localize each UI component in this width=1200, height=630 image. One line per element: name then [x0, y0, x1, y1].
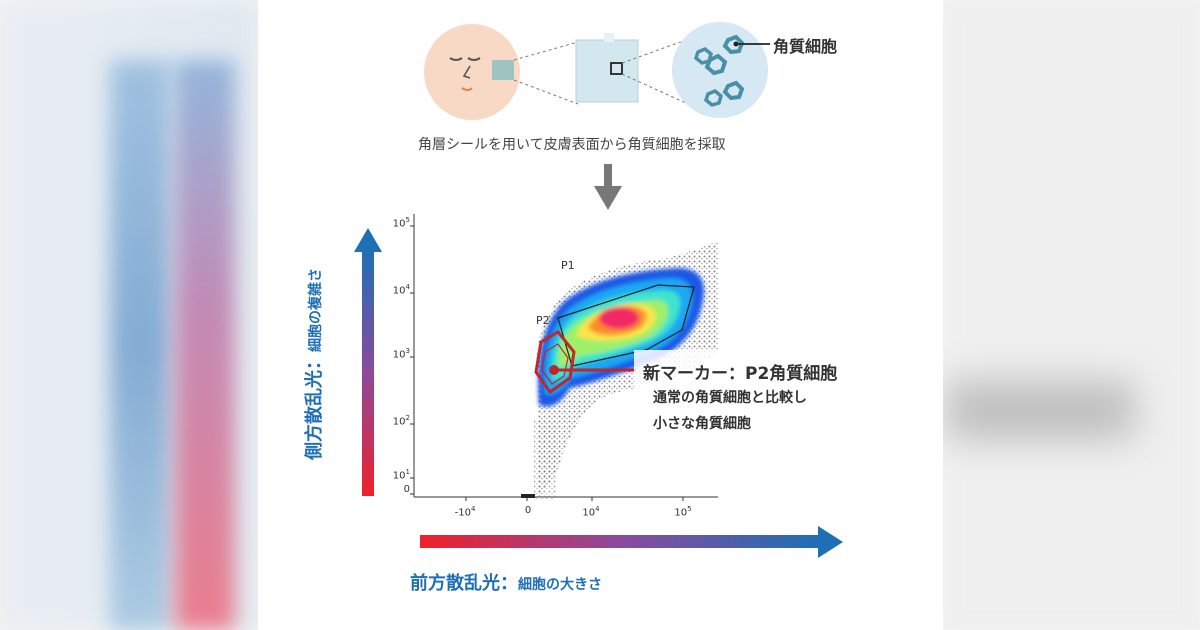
y-tick-label: 104 [392, 283, 410, 297]
background-blur-right [943, 0, 1200, 630]
marker-description-line-1: 通常の角質細胞と比較し [653, 390, 807, 406]
x-tick-label: -104 [454, 505, 476, 519]
y-tick-label: 105 [392, 216, 410, 230]
face-illustration [424, 24, 520, 120]
background-stripe-red [175, 60, 235, 630]
y-tick-label: 0 [403, 484, 410, 495]
background-stripe-blue [110, 60, 170, 630]
x-axis-title-main: 前方散乱光： [410, 573, 518, 594]
x-gradient-arrow [420, 526, 843, 558]
x-tick-label: 105 [674, 505, 692, 519]
zero-cluster [521, 494, 535, 498]
diagram-panel: 角質細胞 角層シールを用いて皮膚表面から角質細胞を採取 新マーカー：P2角質細胞… [258, 0, 943, 630]
marker-description-line-2: 小さな角質細胞 [653, 416, 751, 432]
x-tick-label: 104 [582, 505, 600, 519]
y-axis-title-sub: 細胞の複雑さ [308, 268, 324, 352]
y-axis-title-main: 側方散乱光： [304, 352, 325, 460]
y-tick-label: 101 [392, 468, 410, 482]
x-tick-label: 0 [524, 505, 532, 516]
tape-sheet-icon [575, 33, 639, 103]
marker-title: 新マーカー：P2角質細胞 [643, 364, 838, 384]
illustration-caption: 角層シールを用いて皮膚表面から角質細胞を採取 [418, 137, 726, 153]
corneocyte-magnified-icon [672, 22, 770, 118]
y-tick-label: 103 [392, 347, 410, 361]
gate-label-p1: P1 [561, 259, 575, 272]
gate-label-p2: P2 [536, 314, 550, 327]
diagram-graphic [354, 22, 904, 558]
x-axis-title: 前方散乱光：細胞の大きさ [410, 569, 602, 595]
background-smudge [945, 380, 1135, 440]
y-tick-label: 102 [392, 414, 410, 428]
y-gradient-arrow [354, 228, 382, 496]
down-arrow-icon [594, 164, 622, 210]
tape-patch [492, 60, 514, 80]
gate-p2 [534, 330, 576, 395]
marker-connector [549, 350, 904, 442]
x-axis-title-sub: 細胞の大きさ [518, 577, 602, 593]
corneocyte-label: 角質細胞 [773, 37, 838, 56]
